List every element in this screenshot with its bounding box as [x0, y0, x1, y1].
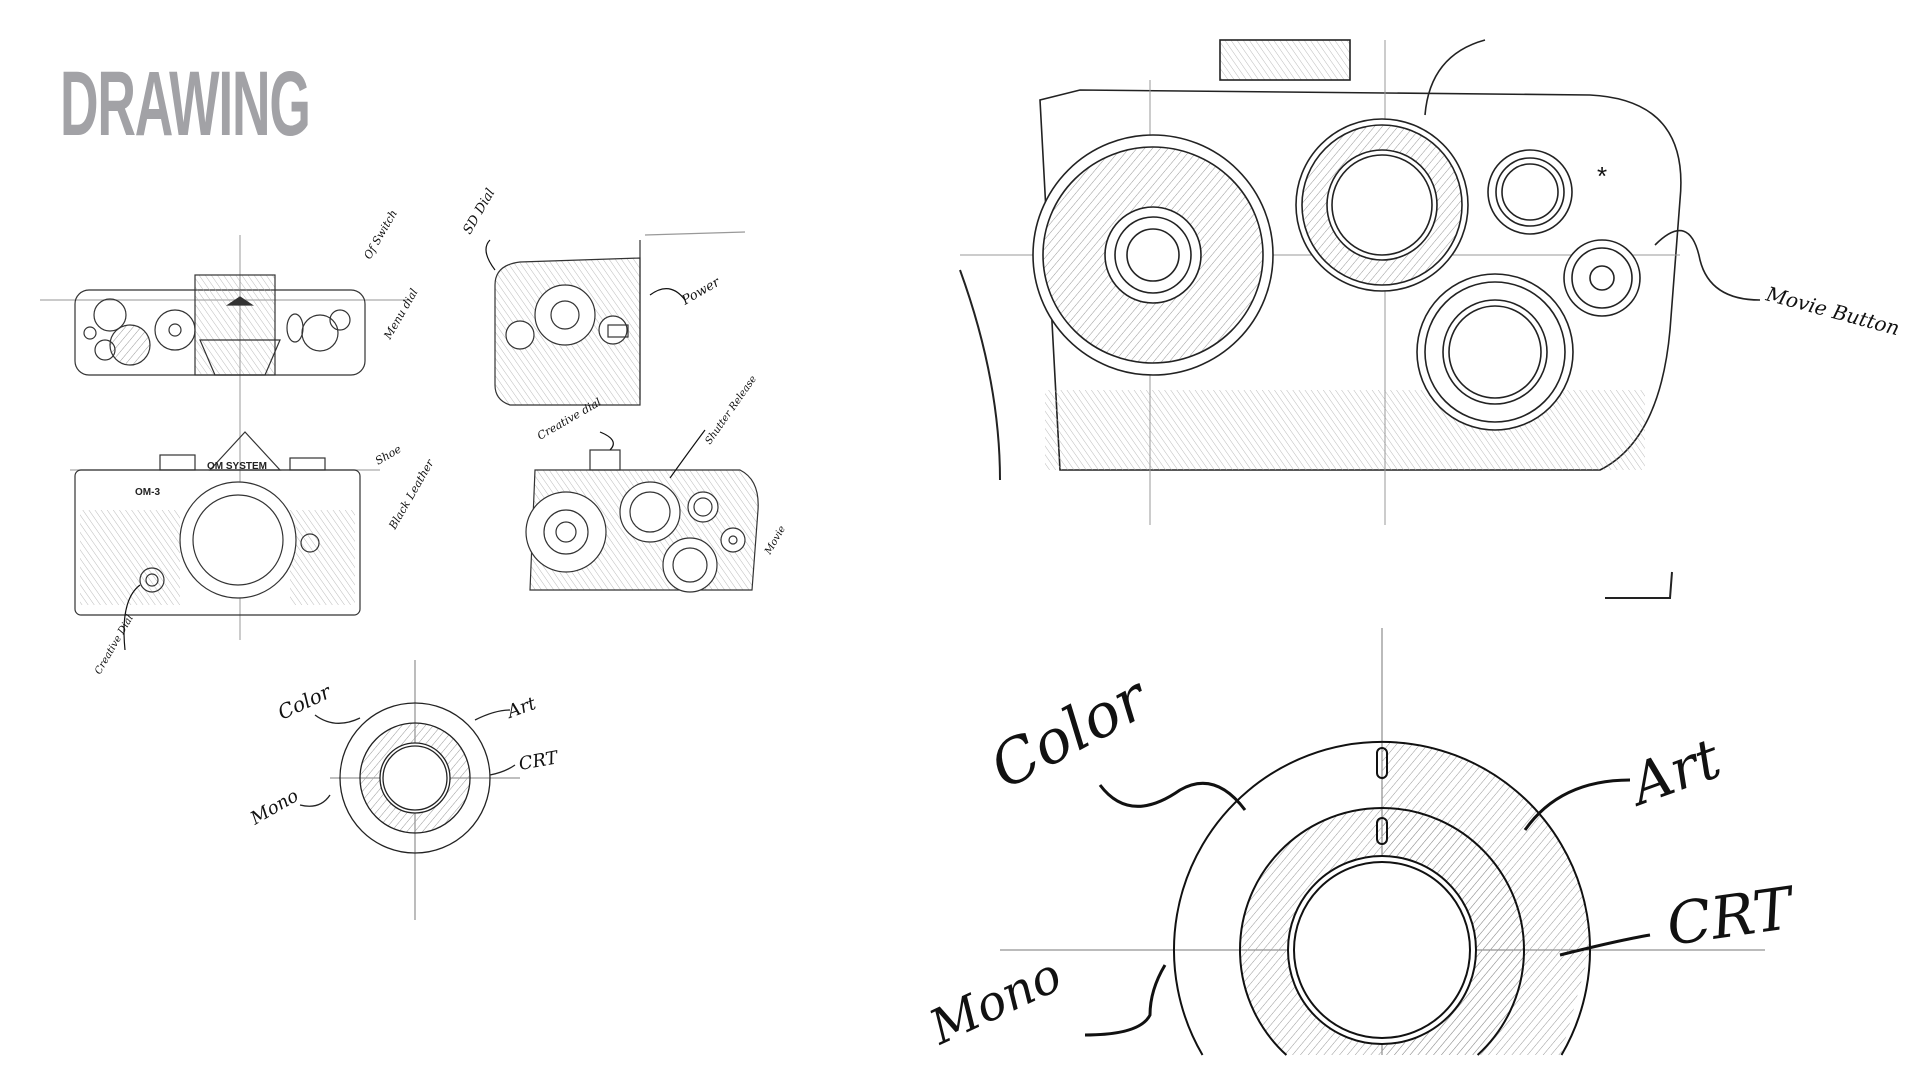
- label-color: Color: [979, 662, 1161, 803]
- label-movie-button: Movie Button: [1763, 281, 1902, 340]
- label-crt: CRT: [1662, 873, 1800, 958]
- camera-front-sketch: [70, 431, 380, 651]
- dial-large-sketch: [1000, 628, 1765, 1056]
- dial-outer-ring: [1173, 740, 1591, 1056]
- camera-top-labels: Of Switch Menu dial: [361, 208, 421, 343]
- svg-text:*: *: [1597, 161, 1607, 191]
- svg-text:Movie: Movie: [763, 524, 789, 557]
- svg-text:Black Leather: Black Leather: [386, 457, 437, 533]
- label-power: Power: [679, 275, 724, 309]
- camera-top-large-sketch: *: [959, 39, 1761, 525]
- camera-top-small-sketch: [525, 429, 759, 593]
- svg-text:Menu dial: Menu dial: [381, 286, 421, 342]
- label-mono: Mono: [920, 947, 1070, 1056]
- svg-text:Art: Art: [503, 693, 540, 724]
- page-title: DRAWING: [60, 53, 311, 155]
- label-sd-dial: SD Dial: [460, 186, 498, 237]
- svg-text:Shoe: Shoe: [373, 442, 404, 467]
- svg-text:Of Switch: Of Switch: [361, 208, 400, 262]
- camera-side-sketch: [485, 231, 746, 406]
- model-text: OM-3: [135, 487, 160, 498]
- svg-text:Color: Color: [274, 679, 336, 725]
- svg-text:Shutter Release: Shutter Release: [703, 374, 759, 447]
- camera-top-sketch: [40, 235, 410, 640]
- svg-text:CRT: CRT: [517, 747, 561, 775]
- svg-text:Mono: Mono: [246, 785, 302, 830]
- brand-text: OM SYSTEM: [207, 461, 267, 472]
- label-art: Art: [1618, 726, 1730, 820]
- camera-top-large-labels: Movie Button: [1763, 281, 1902, 340]
- dial-small-sketch: [299, 660, 520, 920]
- sketch-fragment: [1605, 571, 1673, 599]
- svg-text:Creative Dial: Creative Dial: [93, 613, 136, 676]
